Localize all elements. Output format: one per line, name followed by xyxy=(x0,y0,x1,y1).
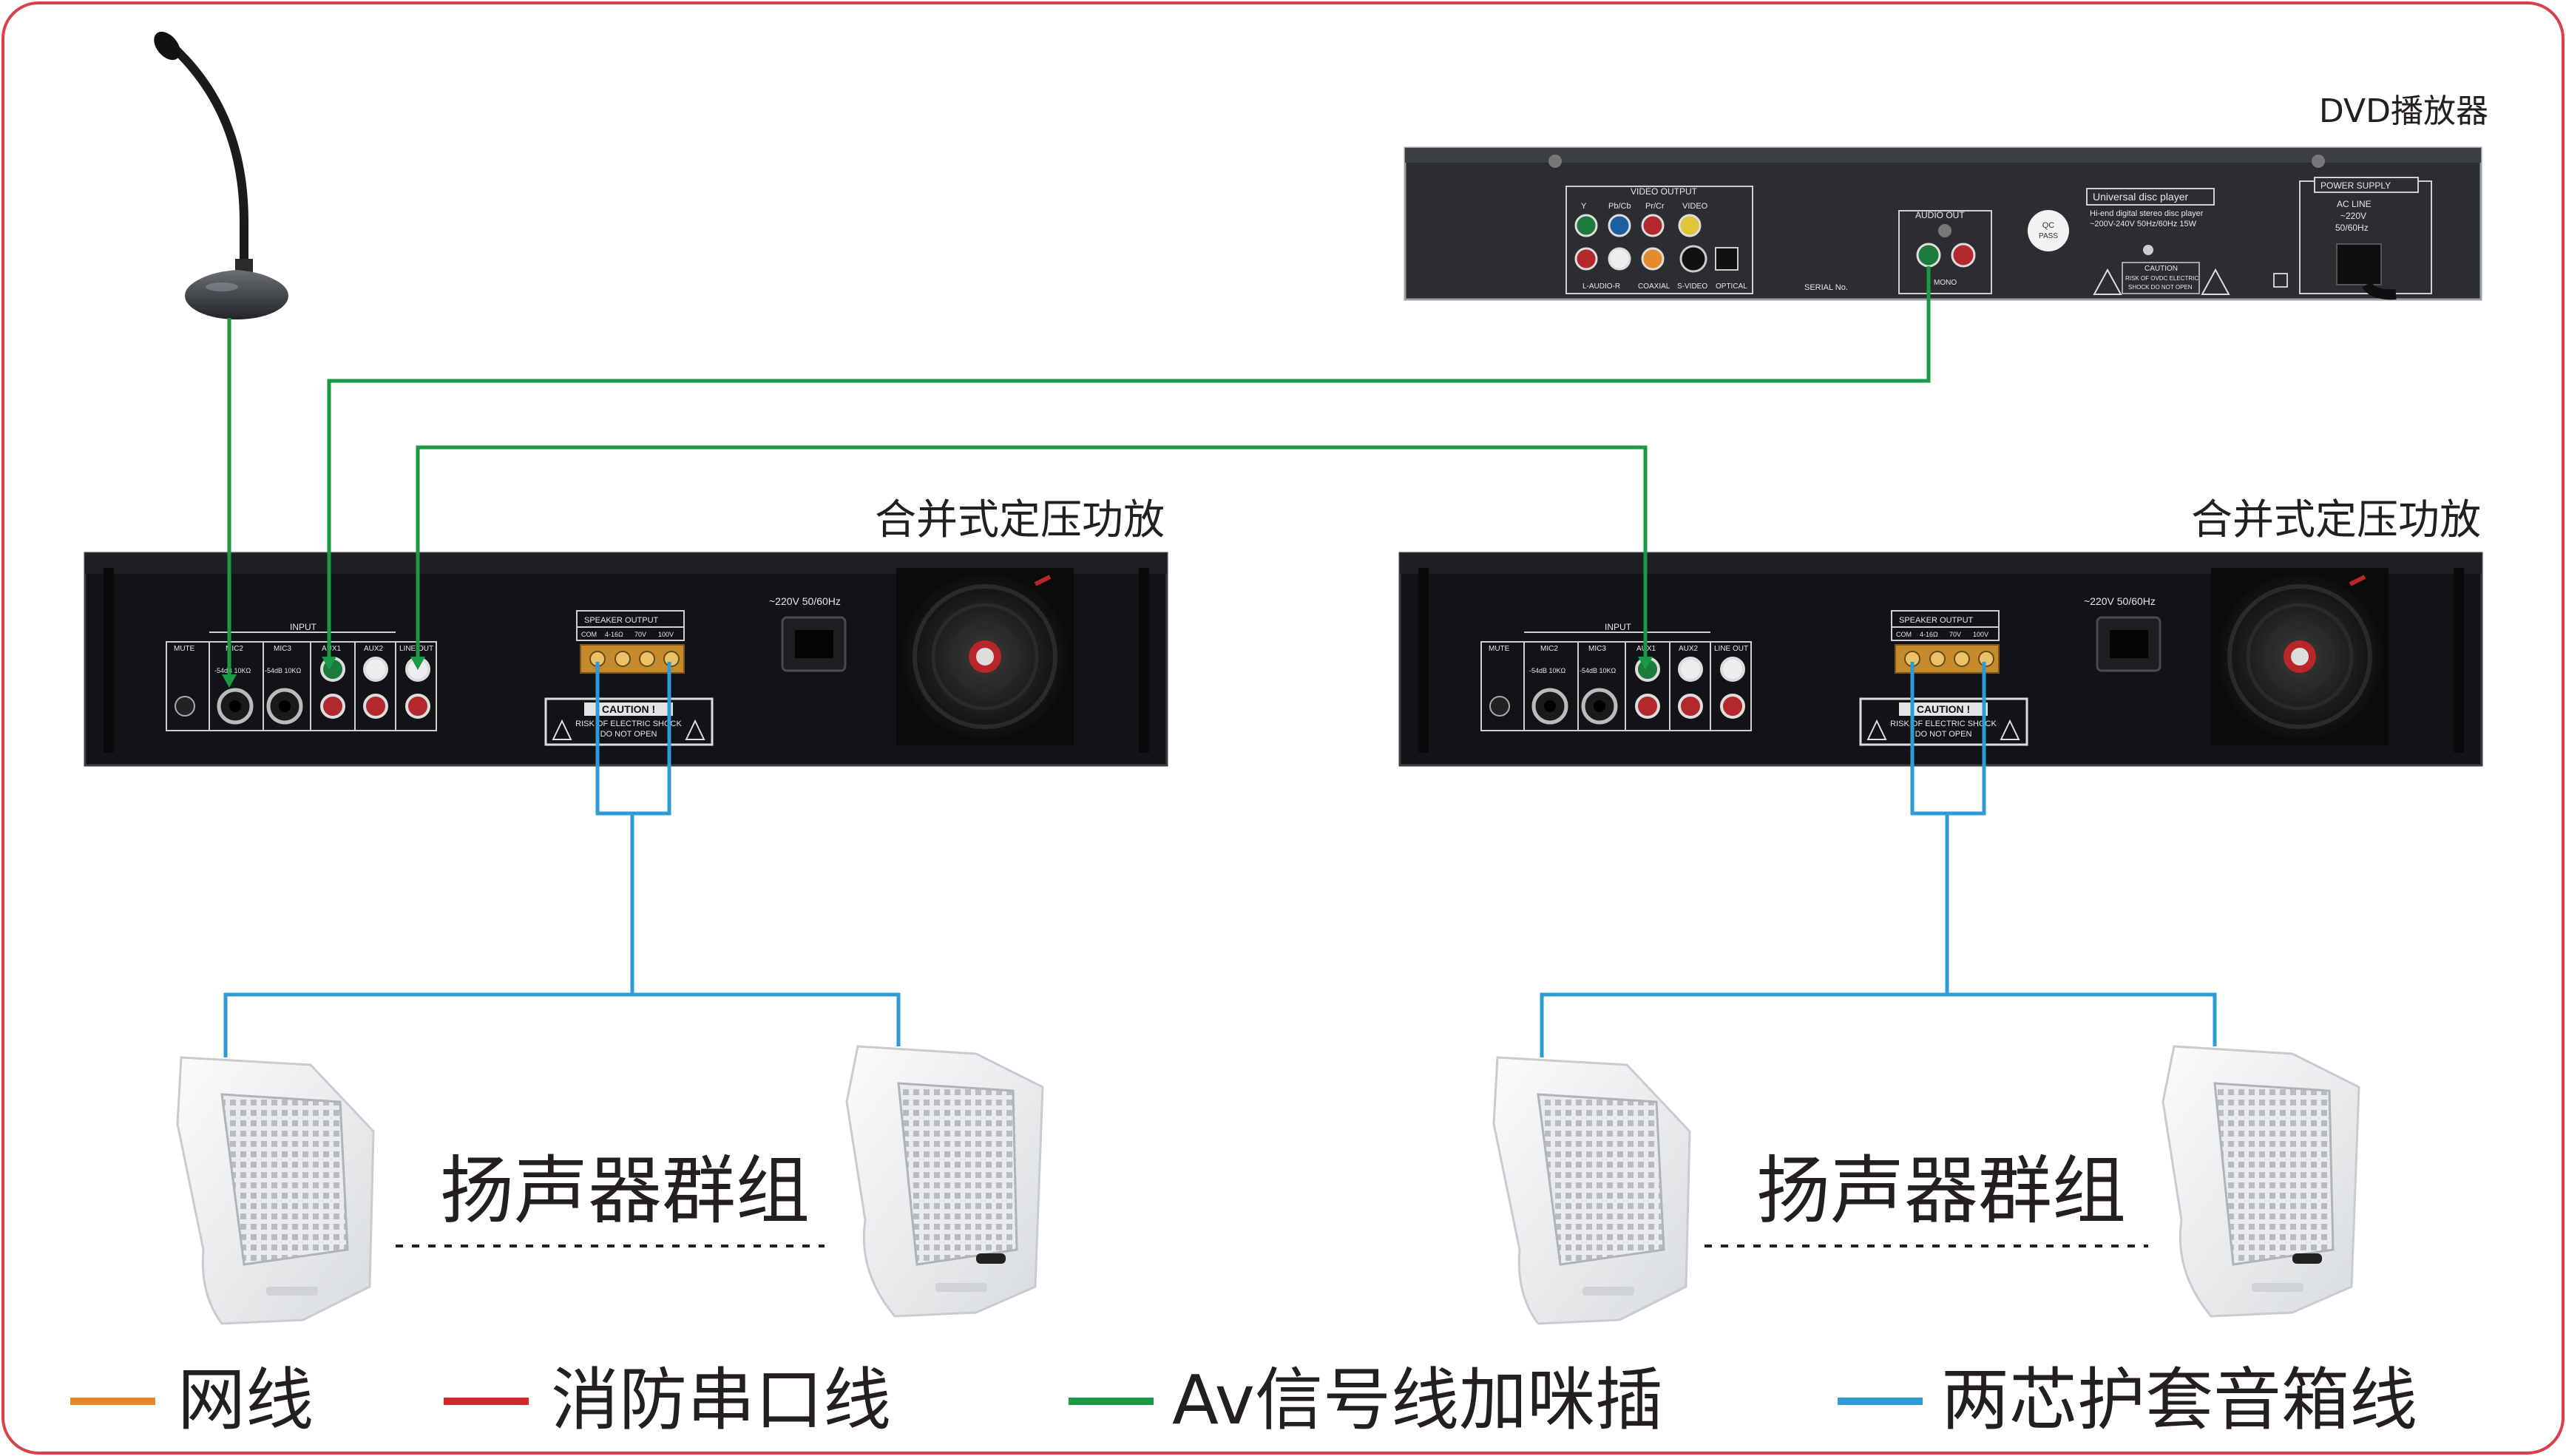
dvd-video-output-label: VIDEO OUTPUT xyxy=(1631,186,1698,197)
dvd-power-supply: POWER SUPPLY xyxy=(2320,180,2391,191)
amp2-caution: CAUTION ! xyxy=(1917,703,1970,715)
dvd-title: DVD播放器 xyxy=(2319,92,2488,130)
amp1-aux2-label: AUX2 xyxy=(364,645,384,653)
amplifier-1: 合并式定压功放 INPUT MUTE MIC2 MIC3 AUX1 AUX2 L… xyxy=(84,496,1168,767)
speaker-group1-label: 扬声器群组 xyxy=(440,1148,810,1234)
dvd-y-label: Y xyxy=(1581,202,1587,211)
amp2-speaker-output: SPEAKER OUTPUT xyxy=(1899,616,1974,625)
amp2-mic-spec1: -54dB 10KΩ xyxy=(1529,667,1566,674)
speaker-group-2: 扬声器群组 xyxy=(1492,1045,2360,1325)
av-signal-lines xyxy=(227,266,1931,684)
dvd-caution-text1: RISK OF OVDC ELECTRIC xyxy=(2125,275,2198,282)
dvd-ac-line: AC LINE xyxy=(2337,199,2372,209)
dvd-desc1: Hi-end digital stereo disc player xyxy=(2090,209,2204,218)
speaker-lines xyxy=(223,662,2217,1057)
legend-item-speaker-cable: 两芯护套音箱线 xyxy=(1838,1361,2417,1440)
dvd-voltage: ~220V xyxy=(2340,211,2366,221)
amp2-mic-spec2: -54dB 10KΩ xyxy=(1580,667,1617,674)
dvd-pass-label: PASS xyxy=(2039,232,2058,240)
speaker-group-1: 扬声器群组 xyxy=(176,1045,1044,1325)
amp2-mic1-label: MIC2 xyxy=(1540,645,1558,653)
amp1-title: 合并式定压功放 xyxy=(875,496,1165,544)
speaker-group2-label: 扬声器群组 xyxy=(1756,1148,2126,1234)
legend-label-av-signal: Av信号线加咪插 xyxy=(1172,1361,1663,1440)
amp1-power-label: ~220V 50/60Hz xyxy=(769,595,841,607)
speaker-2b xyxy=(2162,1045,2360,1318)
amp1-mic2-label: MIC3 xyxy=(274,645,291,653)
amp1-caution: CAUTION ! xyxy=(602,703,655,715)
amp2-aux2-label: AUX2 xyxy=(1679,645,1699,653)
dvd-qc-label: QC xyxy=(2042,221,2055,230)
amp2-lineout-label: LINE OUT xyxy=(1714,645,1748,653)
amp2-input-label: INPUT xyxy=(1605,622,1632,632)
dvd-desc2: ~200V-240V 50Hz/60Hz 15W xyxy=(2090,220,2197,228)
dvd-player: VIDEO OUTPUT Y Pb/Cb Pr/Cr VIDEO L-AUDIO… xyxy=(1404,146,2482,301)
amp1-mic-spec2: -54dB 10KΩ xyxy=(265,667,302,674)
speaker-1b xyxy=(845,1045,1044,1318)
amp1-aux1-label: AUX1 xyxy=(322,645,342,653)
amp2-ohm: 4-16Ω xyxy=(1920,631,1938,638)
amp1-com: COM xyxy=(581,631,597,638)
microphone xyxy=(154,31,288,319)
amp1-caution-line2: DO NOT OPEN xyxy=(600,730,657,739)
dvd-to-amp1-line xyxy=(327,266,1931,666)
amp1-input-label: INPUT xyxy=(290,622,317,632)
av-arrowheads xyxy=(222,657,1653,688)
dvd-serial-label: SERIAL No. xyxy=(1804,283,1848,292)
amp1-mic1-label: MIC2 xyxy=(226,645,243,653)
dvd-brand: Universal disc player xyxy=(2093,191,2188,203)
amp2-caution-line2: DO NOT OPEN xyxy=(1915,730,1972,739)
legend-label-speaker-cable: 两芯护套音箱线 xyxy=(1941,1361,2417,1440)
amp2-v70: 70V xyxy=(1949,631,1961,638)
dvd-coaxial-label: COAXIAL xyxy=(1638,282,1670,291)
dvd-caution-text2: SHOCK DO NOT OPEN xyxy=(2128,284,2193,291)
dvd-mono-label: MONO xyxy=(1934,279,1957,287)
legend-item-fire-serial: 消防串口线 xyxy=(444,1361,891,1440)
dvd-video-label: VIDEO xyxy=(1682,202,1708,211)
dvd-svideo-label: S-VIDEO xyxy=(1677,282,1707,291)
dvd-freq: 50/60Hz xyxy=(2335,223,2369,233)
amp1-v70: 70V xyxy=(634,631,646,638)
amp2-mute-label: MUTE xyxy=(1489,645,1510,653)
dvd-pr-label: Pr/Cr xyxy=(1645,202,1665,211)
amp2-caution-line1: RISK OF ELECTRIC SHOCK xyxy=(1890,719,1997,728)
legend-item-av-signal: Av信号线加咪插 xyxy=(1069,1361,1663,1440)
legend-item-network: 网线 xyxy=(70,1361,314,1440)
legend-label-network: 网线 xyxy=(177,1361,314,1440)
dvd-audio-label: L-AUDIO-R xyxy=(1582,282,1620,291)
amp1-speaker-output: SPEAKER OUTPUT xyxy=(584,616,659,625)
amp1-caution-line1: RISK OF ELECTRIC SHOCK xyxy=(575,719,682,728)
legend-label-fire-serial: 消防串口线 xyxy=(551,1361,891,1440)
dvd-audio-out-label: AUDIO OUT xyxy=(1915,210,1965,220)
amp2-power-label: ~220V 50/60Hz xyxy=(2084,595,2156,607)
amp1-v100: 100V xyxy=(658,631,674,638)
amp2-com: COM xyxy=(1896,631,1912,638)
legend: 网线 消防串口线 Av信号线加咪插 两芯护套音箱线 xyxy=(70,1361,2417,1440)
amp2-v100: 100V xyxy=(1973,631,1988,638)
speaker-1a xyxy=(176,1056,375,1325)
amplifier-2: 合并式定压功放 INPUT MUTE MIC2 MIC3 AUX1 AUX2 L… xyxy=(1398,496,2483,767)
amp1-mute-label: MUTE xyxy=(174,645,195,653)
amp2-title: 合并式定压功放 xyxy=(2191,496,2481,544)
amp1-to-amp2-line xyxy=(416,445,1648,666)
dvd-optical-label: OPTICAL xyxy=(1716,282,1747,291)
amp1-ohm: 4-16Ω xyxy=(605,631,623,638)
amp1-mic-spec1: -54dB 10KΩ xyxy=(214,667,251,674)
speaker-2a xyxy=(1492,1056,1691,1325)
amp2-mic2-label: MIC3 xyxy=(1588,645,1606,653)
dvd-caution: CAUTION xyxy=(2144,265,2178,273)
dvd-pb-label: Pb/Cb xyxy=(1608,202,1631,211)
